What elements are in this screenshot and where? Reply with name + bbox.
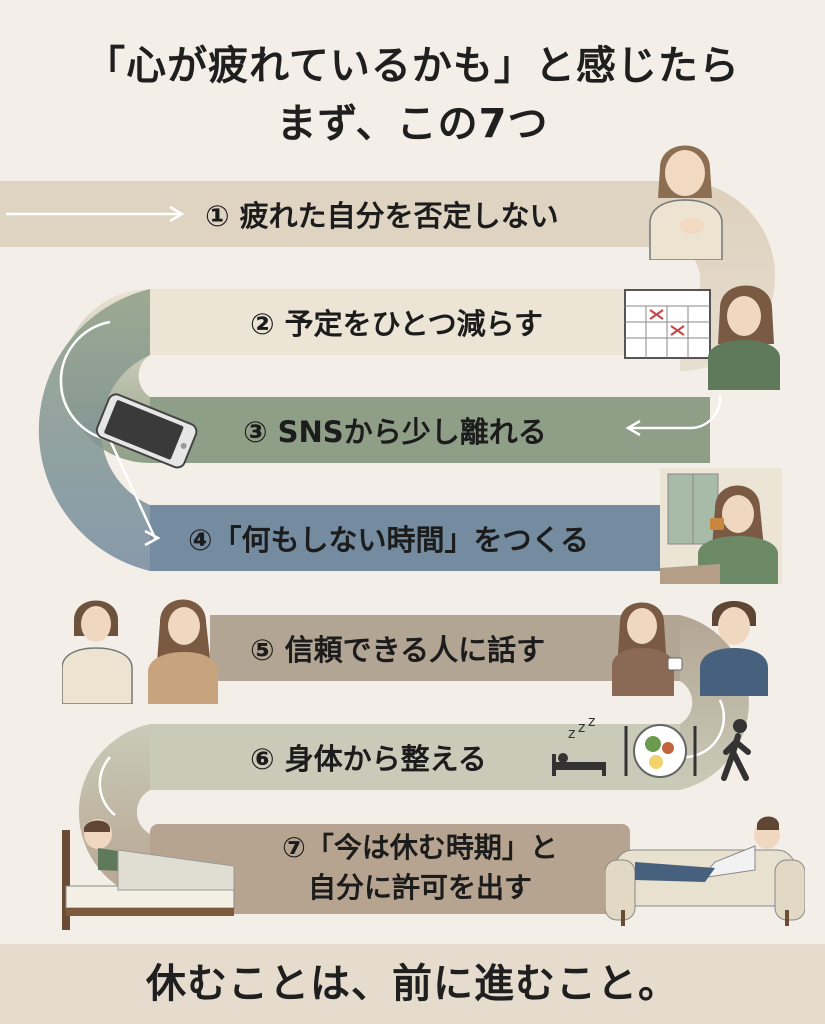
svg-text:z: z xyxy=(578,720,585,736)
page-title-line2: まず、この7つ xyxy=(276,101,549,147)
smartphone-icon xyxy=(95,393,198,469)
step-4-label: ④「何もしない時間」をつくる xyxy=(188,523,589,557)
calendar-icon xyxy=(624,289,711,359)
step-5-label: ⑤ 信頼できる人に話す xyxy=(250,633,546,667)
step-6-label: ⑥ 身体から整える xyxy=(250,742,487,776)
footer-banner: 休むことは、前に進むこと。 xyxy=(0,944,825,1024)
winding-road xyxy=(0,181,775,914)
person-in-bed-icon xyxy=(62,819,235,930)
couple-coffee-icon xyxy=(612,601,768,696)
two-women-talking-icon xyxy=(62,599,218,704)
step-3-label: ③ SNSから少し離れる xyxy=(243,415,547,449)
page-title-line1: 「心が疲れているかも」と感じたら xyxy=(85,43,740,89)
woman-writing-icon xyxy=(708,285,780,390)
footer-text: 休むことは、前に進むこと。 xyxy=(146,961,679,1007)
step-1-label: ① 疲れた自分を否定しない xyxy=(205,199,559,233)
step-7-line2: 自分に許可を出す xyxy=(307,871,532,904)
woman-hand-on-chest-icon xyxy=(649,145,723,260)
step-7-label: ⑦「今は休む時期」と 自分に許可を出す xyxy=(240,828,600,908)
step-2-label: ② 予定をひとつ減らす xyxy=(250,307,544,341)
meal-plate-icon xyxy=(624,724,697,778)
svg-text:z: z xyxy=(588,718,595,730)
walking-person-icon xyxy=(721,719,751,781)
window-tea-icon xyxy=(660,468,782,584)
svg-text:z: z xyxy=(568,726,575,742)
step-7-line1: ⑦「今は休む時期」と xyxy=(282,831,558,864)
sleep-bed-icon: z z z xyxy=(552,718,606,776)
person-on-sofa-icon xyxy=(605,816,805,926)
